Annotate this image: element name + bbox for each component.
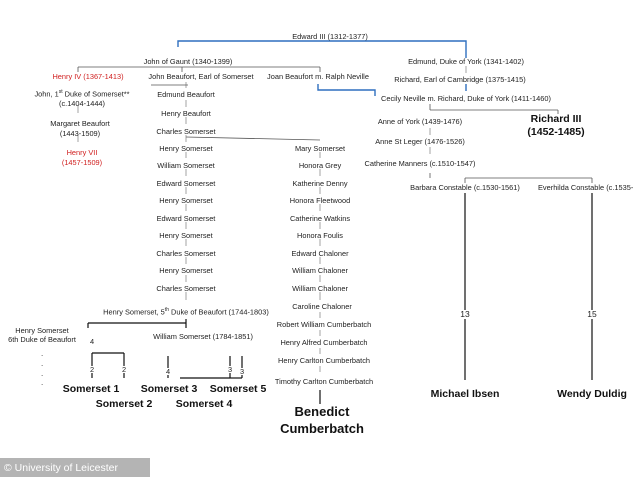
generations-13: 13	[458, 309, 472, 319]
node-somerset-2: Somerset 2	[95, 398, 153, 410]
ellipsis-dot: .	[41, 349, 44, 358]
node-henry-vii: Henry VII	[66, 148, 98, 157]
generations-3b: 3	[239, 367, 245, 376]
node-william-chaloner-2: William Chaloner	[292, 284, 348, 293]
node-john-duke-of-somerset: John, 1st Duke of Somerset**	[34, 89, 130, 99]
node-henry-somerset-2: Henry Somerset	[159, 196, 213, 205]
node-somerset-4: Somerset 4	[175, 398, 233, 410]
node-henry-beaufort: Henry Beaufort	[161, 109, 211, 118]
node-timothy-carlton-cumberbatch: Timothy Carlton Cumberbatch	[274, 377, 374, 386]
node-everhilda-constable: Everhilda Constable (c.1535-	[538, 183, 634, 192]
node-henry-carlton-cumberbatch: Henry Carlton Cumberbatch	[277, 356, 371, 365]
node-william-somerset-1: William Somerset	[157, 161, 215, 170]
node-edward-somerset-2: Edward Somerset	[156, 214, 216, 223]
node-barbara-constable: Barbara Constable (c.1530-1561)	[410, 183, 520, 192]
node-michael-ibsen: Michael Ibsen	[430, 388, 500, 400]
copyright-text: © University of Leicester	[4, 462, 118, 474]
node-catherine-watkins: Catherine Watkins	[289, 214, 351, 223]
node-katherine-denny: Katherine Denny	[292, 179, 348, 188]
node-henry-alfred-cumberbatch: Henry Alfred Cumberbatch	[280, 338, 368, 347]
ellipsis-dot: .	[41, 378, 44, 387]
node-william-chaloner-1: William Chaloner	[292, 266, 348, 275]
joan-cecily-line	[317, 84, 376, 96]
node-caroline-chaloner: Caroline Chaloner	[292, 302, 352, 311]
node-benedict: Benedict	[294, 404, 350, 419]
node-henry-5th-duke: Henry Somerset, 5th Duke of Beaufort (17…	[103, 307, 269, 317]
node-cumberbatch: Cumberbatch	[280, 421, 364, 436]
node-robert-william-cumberbatch: Robert William Cumberbatch	[276, 320, 372, 329]
ellipsis-dot: .	[41, 359, 44, 368]
node-henry-iv: Henry IV (1367-1413)	[52, 72, 124, 81]
node-edward-somerset-1: Edward Somerset	[156, 179, 216, 188]
node-henry-somerset-1: Henry Somerset	[159, 144, 213, 153]
node-john-beaufort: John Beaufort, Earl of Somerset	[148, 72, 254, 81]
node-cecily-neville: Cecily Neville m. Richard, Duke of York …	[381, 94, 551, 103]
node-john-duke-of-somerset-dates: (c.1404-1444)	[58, 99, 106, 108]
node-wendy-duldig: Wendy Duldig	[557, 388, 627, 400]
node-henry-vii-dates: (1457-1509)	[61, 158, 103, 167]
node-henry-6th-duke-title: 6th Duke of Beaufort	[8, 335, 76, 344]
node-henry-6th-duke: Henry Somerset	[15, 326, 69, 335]
node-somerset-1: Somerset 1	[62, 383, 120, 395]
node-honora-foulis: Honora Foulis	[296, 231, 344, 240]
node-catherine-manners: Catherine Manners (c.1510-1547)	[364, 159, 476, 168]
node-john-of-gaunt: John of Gaunt (1340-1399)	[143, 57, 233, 66]
generations-2a: 2	[89, 365, 95, 374]
generations-15: 15	[585, 309, 599, 319]
node-anne-of-york: Anne of York (1439-1476)	[377, 117, 463, 126]
node-charles-somerset-2: Charles Somerset	[156, 249, 216, 258]
node-somerset-3: Somerset 3	[140, 383, 198, 395]
copyright-footer: © University of Leicester	[0, 458, 150, 477]
node-margaret-beaufort-dates: (1443-1509)	[59, 129, 101, 138]
node-henry-somerset-4: Henry Somerset	[159, 266, 213, 275]
black-connectors	[87, 193, 593, 404]
node-richard-iii: Richard III	[530, 113, 582, 125]
node-joan-beaufort: Joan Beaufort m. Ralph Neville	[267, 72, 369, 81]
node-richard-iii-dates: (1452-1485)	[527, 126, 585, 138]
node-anne-st-leger: Anne St Leger (1476-1526)	[375, 137, 465, 146]
node-richard-earl-of-cambridge: Richard, Earl of Cambridge (1375-1415)	[394, 75, 526, 84]
node-honora-fleetwood: Honora Fleetwood	[289, 196, 351, 205]
vertical-ticks	[77, 66, 467, 372]
node-edward-chaloner: Edward Chaloner	[291, 249, 349, 258]
node-charles-somerset-3: Charles Somerset	[156, 284, 216, 293]
generations-2b: 2	[121, 365, 127, 374]
node-margaret-beaufort: Margaret Beaufort	[50, 119, 110, 128]
node-honora-grey: Honora Grey	[298, 161, 342, 170]
node-mary-somerset: Mary Somerset	[294, 144, 346, 153]
node-edmund-duke-of-york: Edmund, Duke of York (1341-1402)	[408, 57, 524, 66]
node-henry-somerset-3: Henry Somerset	[159, 231, 213, 240]
node-edward-iii: Edward III (1312-1377)	[292, 32, 368, 41]
generations-4b: 4	[165, 367, 171, 376]
gray-connectors	[77, 66, 593, 183]
generations-4a: 4	[89, 337, 95, 346]
blue-connectors	[177, 40, 467, 96]
edward-line	[177, 40, 467, 58]
node-edmund-beaufort: Edmund Beaufort	[157, 90, 215, 99]
node-william-somerset-1784: William Somerset (1784-1851)	[153, 332, 253, 341]
node-charles-somerset-1: Charles Somerset	[156, 127, 216, 136]
node-somerset-5: Somerset 5	[209, 383, 267, 395]
generations-3a: 3	[227, 365, 233, 374]
ellipsis-dot: .	[41, 369, 44, 378]
